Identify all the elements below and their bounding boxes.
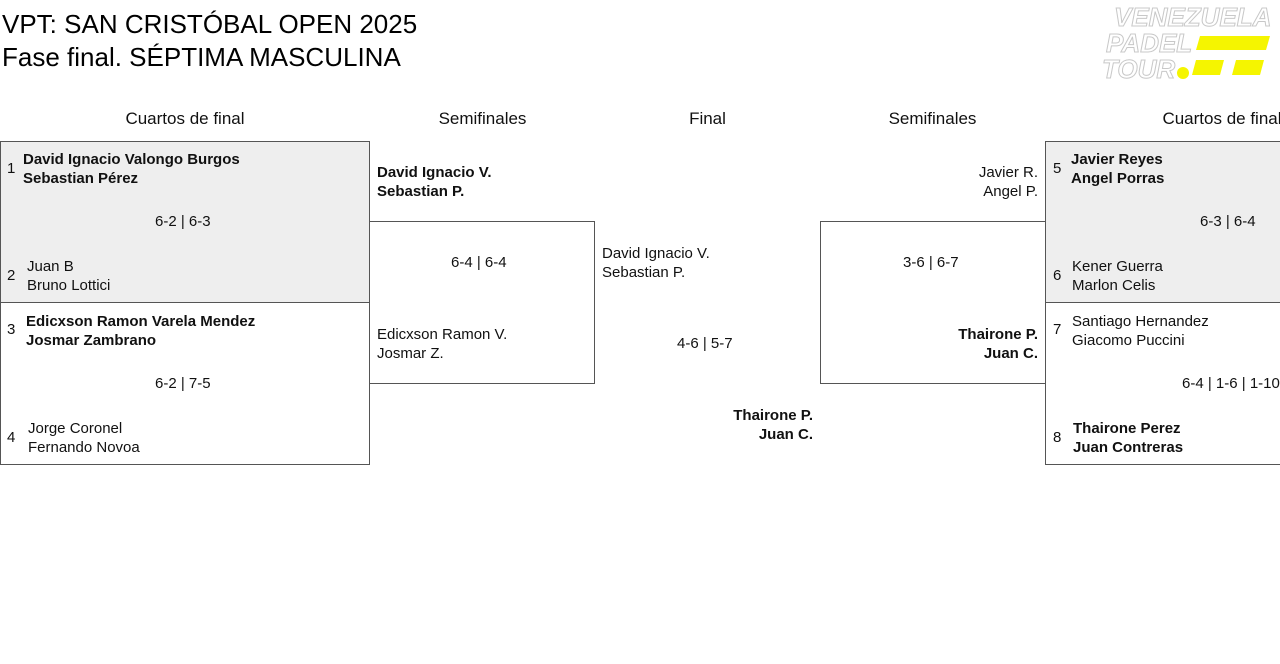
match-score: 6-2 | 6-3 xyxy=(155,213,211,230)
player-name: Edicxson Ramon V. xyxy=(377,326,508,343)
player-name: Javier R. xyxy=(978,164,1038,181)
round-header-right-semifinals: Semifinales xyxy=(888,109,977,128)
svg-text:PADEL: PADEL xyxy=(1106,28,1192,58)
match-score: 6-4 | 1-6 | 1-10 xyxy=(1182,375,1280,392)
player-name: Josmar Z. xyxy=(377,345,444,362)
page-title: VPT: SAN CRISTÓBAL OPEN 2025 xyxy=(2,9,418,39)
player-name: Sebastian Pérez xyxy=(23,170,139,187)
team-winner: David Ignacio V. Sebastian P. xyxy=(377,163,492,201)
player-name: Thairone P. xyxy=(733,407,813,424)
round-header-left-quarterfinals: Cuartos de final xyxy=(125,109,245,128)
player-name: Angel P. xyxy=(983,183,1038,200)
player-name: Sebastian P. xyxy=(602,264,686,281)
team-winner: Thairone Perez Juan Contreras xyxy=(1073,419,1183,457)
team: David Ignacio V. Sebastian P. xyxy=(602,244,710,282)
match-score: 6-2 | 7-5 xyxy=(155,375,211,392)
player-name: Sebastian P. xyxy=(377,183,465,200)
seed-number: 1 xyxy=(7,160,16,177)
player-name: David Ignacio Valongo Burgos xyxy=(23,151,240,168)
round-header-final: Final xyxy=(689,109,726,128)
match-score: 3-6 | 6-7 xyxy=(903,254,959,271)
player-name: Juan C. xyxy=(983,345,1038,362)
player-name: Thairone Perez xyxy=(1073,420,1181,437)
svg-text:TOUR: TOUR xyxy=(1102,54,1175,82)
team-winner: David Ignacio Valongo Burgos Sebastian P… xyxy=(23,150,240,188)
player-name: Juan B xyxy=(27,258,74,275)
player-name: Marlon Celis xyxy=(1072,277,1156,294)
page-subtitle: Fase final. SÉPTIMA MASCULINA xyxy=(2,42,401,72)
match-score: 6-4 | 6-4 xyxy=(451,254,507,271)
team-winner: Thairone P. Juan C. xyxy=(958,325,1038,363)
team: Edicxson Ramon V. Josmar Z. xyxy=(377,325,507,363)
player-name: Bruno Lottici xyxy=(27,277,111,294)
seed-number: 6 xyxy=(1053,267,1062,284)
player-name: Santiago Hernandez xyxy=(1072,313,1209,330)
team: Santiago Hernandez Giacomo Puccini xyxy=(1072,312,1209,350)
match-box-right-qf-2 xyxy=(1045,302,1280,465)
team: Juan B Bruno Lottici xyxy=(27,257,110,295)
seed-number: 8 xyxy=(1053,429,1062,446)
player-name: Giacomo Puccini xyxy=(1072,332,1185,349)
player-name: Angel Porras xyxy=(1071,170,1165,187)
team-winner: Thairone P. Juan C. xyxy=(733,406,813,444)
match-score: 4-6 | 5-7 xyxy=(677,335,733,352)
player-name: Fernando Novoa xyxy=(28,439,140,456)
seed-number: 5 xyxy=(1053,160,1062,177)
round-header-left-semifinals: Semifinales xyxy=(438,109,527,128)
player-name: Juan Contreras xyxy=(1073,439,1184,456)
match-box-right-qf-1 xyxy=(1045,141,1280,303)
team-winner: Edicxson Ramon Varela Mendez Josmar Zamb… xyxy=(26,312,255,350)
team: Jorge Coronel Fernando Novoa xyxy=(28,419,140,457)
match-box-left-sf xyxy=(369,221,595,384)
player-name: David Ignacio V. xyxy=(602,245,710,262)
team: Kener Guerra Marlon Celis xyxy=(1072,257,1163,295)
team: Javier R. Angel P. xyxy=(979,163,1038,201)
player-name: Edicxson Ramon Varela Mendez xyxy=(26,313,256,330)
player-name: Kener Guerra xyxy=(1072,258,1163,275)
player-name: Juan C. xyxy=(758,426,813,443)
team-winner: Javier Reyes Angel Porras xyxy=(1071,150,1164,188)
player-name: Javier Reyes xyxy=(1071,151,1163,168)
match-box-left-qf-1 xyxy=(0,141,370,303)
player-name: David Ignacio V. xyxy=(377,164,492,181)
round-header-right-quarterfinals: Cuartos de final xyxy=(1162,109,1280,128)
match-score: 6-3 | 6-4 xyxy=(1200,213,1256,230)
player-name: Josmar Zambrano xyxy=(26,332,157,349)
seed-number: 7 xyxy=(1053,321,1062,338)
player-name: Thairone P. xyxy=(958,326,1038,343)
venezuela-padel-tour-logo: VENEZUELA PADEL TOUR xyxy=(1100,2,1275,85)
seed-number: 4 xyxy=(7,429,16,446)
player-name: Jorge Coronel xyxy=(28,420,123,437)
svg-text:VENEZUELA: VENEZUELA xyxy=(1114,2,1271,32)
seed-number: 3 xyxy=(7,321,16,338)
seed-number: 2 xyxy=(7,267,16,284)
